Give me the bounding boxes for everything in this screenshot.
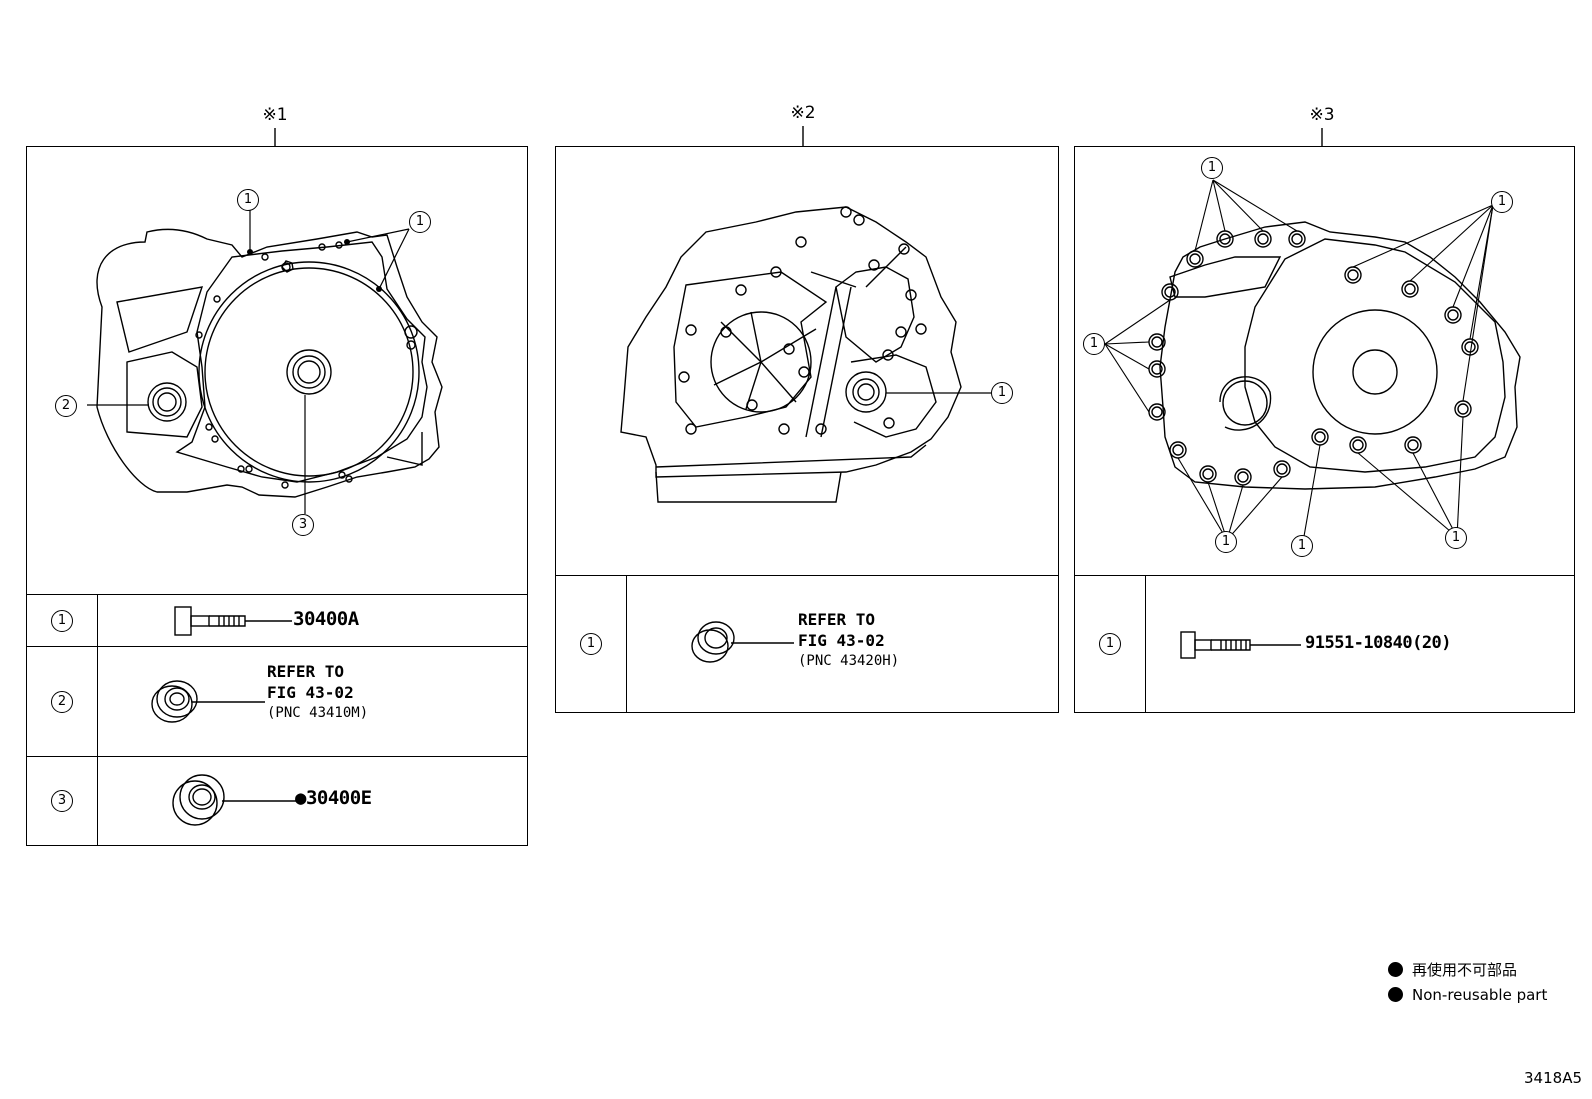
callout-2: 2 <box>55 395 77 417</box>
legend: 再使用不可部品 Non-reusable part <box>1388 958 1547 1008</box>
table-row: 1 30400A <box>27 595 527 647</box>
row-number-cell: 2 <box>27 647 98 756</box>
refer-note: REFER TO FIG 43-02 (PNC 43420H) <box>798 609 899 672</box>
row-number-cell: 3 <box>27 757 98 845</box>
legend-en-label: Non-reusable part <box>1412 986 1548 1004</box>
row-number: 1 <box>51 609 73 632</box>
part-number-30400A: 30400A <box>293 608 359 630</box>
panel3-parts-table: 1 91551-10840(20) <box>1075 575 1574 712</box>
transaxle-case-illustration <box>1104 179 1521 543</box>
callout-1-top-right: 1 <box>1491 191 1513 213</box>
oil-seal-icon <box>151 680 265 723</box>
refer-line: REFER TO <box>798 610 876 629</box>
part-number-30400E: ●30400E <box>295 787 372 809</box>
panel3-drawing: 1 1 1 1 1 1 <box>1075 147 1574 577</box>
table-row: 3 ●30400E <box>27 757 527 845</box>
non-reusable-dot-icon <box>1388 962 1403 977</box>
oil-seal-icon <box>172 774 297 826</box>
table-row: 1 91551-10840(20) <box>1075 576 1574 712</box>
legend-ja-label: 再使用不可部品 <box>1412 961 1518 979</box>
row-number: 1 <box>1099 633 1121 655</box>
row-number-cell: 1 <box>27 595 98 646</box>
callout-1-top: 1 <box>1201 157 1223 179</box>
oil-seal-icon <box>691 621 794 663</box>
transaxle-housing-rear-illustration <box>620 206 991 503</box>
row-number: 1 <box>580 633 602 655</box>
legend-item-ja: 再使用不可部品 <box>1388 958 1547 983</box>
non-reusable-dot-icon <box>1388 987 1403 1002</box>
legend-item-en: Non-reusable part <box>1388 983 1547 1008</box>
panel2-ref-mark: ※2 <box>790 103 816 123</box>
refer-note: REFER TO FIG 43-02 (PNC 43410M) <box>267 661 368 724</box>
table-row: 2 REFER TO FIG 43-02 (PNC 43410M) <box>27 647 527 757</box>
panel-2: 1 1 REFER TO FIG 43-02 (PNC 43420H) <box>555 146 1059 713</box>
panel-3: 1 1 1 1 1 1 1 91551-10840(20) <box>1074 146 1575 713</box>
callout-1a: 1 <box>237 189 259 211</box>
row-number: 2 <box>51 690 73 713</box>
panel2-drawing: 1 <box>556 147 1058 577</box>
callout-1: 1 <box>991 382 1013 404</box>
panel1-ref-mark: ※1 <box>262 105 288 125</box>
table-row: 1 REFER TO FIG 43-02 (PNC 43420H) <box>556 576 1058 712</box>
refer-line: (PNC 43420H) <box>798 653 900 669</box>
refer-line: (PNC 43410M) <box>267 705 369 721</box>
panel-1: 1 1 2 3 1 30400A 2 <box>26 146 528 846</box>
row-number: 3 <box>51 790 73 812</box>
transaxle-housing-front-illustration <box>87 210 443 514</box>
part-number-91551-10840: 91551-10840(20) <box>1305 633 1452 653</box>
bolt-icon <box>174 606 292 636</box>
panel1-drawing: 1 1 2 3 <box>27 147 527 595</box>
panel2-parts-table: 1 REFER TO FIG 43-02 (PNC 43420H) <box>556 575 1058 712</box>
row-number-cell: 1 <box>556 576 627 712</box>
refer-line: REFER TO <box>267 662 345 681</box>
figure-code: 3418A5 <box>1524 1069 1582 1087</box>
callout-1-bottom-left: 1 <box>1215 531 1237 553</box>
callout-1-bottom-mid: 1 <box>1291 535 1313 557</box>
callout-1-left: 1 <box>1083 333 1105 355</box>
row-number-cell: 1 <box>1075 576 1146 712</box>
refer-line: FIG 43-02 <box>798 631 885 650</box>
callout-3: 3 <box>292 514 314 536</box>
bolt-icon <box>1180 631 1301 659</box>
callout-1b: 1 <box>409 211 431 233</box>
refer-line: FIG 43-02 <box>267 683 354 702</box>
callout-1-bottom-right: 1 <box>1445 527 1467 549</box>
panel3-ref-mark: ※3 <box>1309 105 1335 125</box>
panel1-parts-table: 1 30400A 2 <box>27 594 527 845</box>
